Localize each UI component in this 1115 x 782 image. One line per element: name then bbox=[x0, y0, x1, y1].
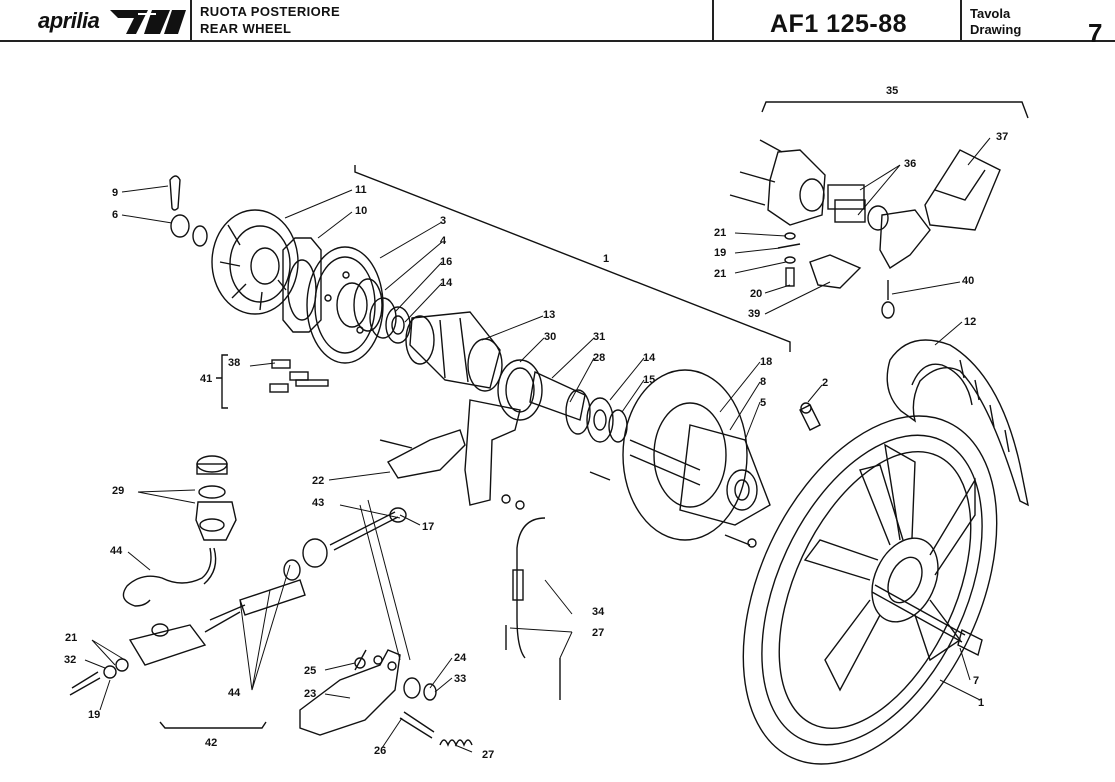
caliper-bolt-part bbox=[777, 232, 801, 287]
header-divider bbox=[960, 0, 962, 40]
model-code: AF1 125-88 bbox=[770, 10, 908, 38]
callout-label: 29 bbox=[112, 485, 124, 497]
callout-label: 6 bbox=[112, 209, 118, 221]
aprilia-logo: aprilia bbox=[30, 4, 190, 38]
callout-label: 31 bbox=[593, 331, 605, 343]
pads-package-part bbox=[924, 149, 1001, 231]
brake-caliper-part bbox=[729, 139, 931, 289]
bearing-part bbox=[565, 389, 628, 443]
cotter-pin-part bbox=[169, 175, 181, 211]
callout-label: 15 bbox=[643, 374, 655, 386]
callout-label: 16 bbox=[440, 256, 452, 268]
brand-name: aprilia bbox=[38, 8, 100, 33]
callout-label: 21 bbox=[65, 632, 77, 644]
callout-label: 4 bbox=[440, 235, 447, 247]
rear-master-cylinder-part bbox=[128, 538, 328, 666]
valve-part bbox=[799, 402, 821, 431]
callout-label: 26 bbox=[374, 745, 386, 757]
callout-label: 11 bbox=[355, 184, 367, 196]
callout-label: 1 bbox=[978, 697, 984, 709]
callout-label: 39 bbox=[748, 308, 760, 320]
callout-label: 10 bbox=[355, 205, 367, 217]
axle-part bbox=[871, 584, 983, 657]
drawing-number: 7 bbox=[1088, 18, 1103, 48]
drawing-label-english: Drawing bbox=[970, 22, 1022, 37]
callout-label: 44 bbox=[110, 545, 123, 557]
callout-label: 24 bbox=[454, 652, 467, 664]
drawing-header: aprilia RUOTA POSTERIORE REAR WHEEL AF1 … bbox=[0, 0, 1115, 48]
mudguard-part bbox=[886, 339, 1029, 507]
bracket-1 bbox=[354, 165, 791, 352]
eccentric-part bbox=[405, 311, 503, 392]
disc-carrier-part bbox=[629, 424, 771, 526]
drawing-label-italian: Tavola bbox=[970, 6, 1011, 21]
callout-label: 22 bbox=[312, 475, 324, 487]
bleed-screw-part bbox=[881, 280, 895, 319]
callout-label: 13 bbox=[543, 309, 555, 321]
nut-part bbox=[170, 214, 208, 247]
callout-label: 17 bbox=[422, 521, 434, 533]
bracket-35 bbox=[761, 101, 1029, 119]
hose-part bbox=[122, 547, 217, 607]
callout-label: 37 bbox=[996, 131, 1008, 143]
callout-label: 42 bbox=[205, 737, 217, 749]
sprocket-part bbox=[306, 246, 384, 364]
bushing-part bbox=[403, 677, 437, 701]
brake-cable-part bbox=[505, 517, 561, 700]
flange-part bbox=[353, 278, 411, 344]
callout-label: 28 bbox=[593, 352, 605, 364]
callout-label: 3 bbox=[440, 215, 446, 227]
callout-label: 19 bbox=[714, 247, 726, 259]
title-english: REAR WHEEL bbox=[200, 21, 292, 36]
header-divider bbox=[190, 0, 192, 40]
chain-link-part bbox=[269, 359, 329, 393]
callout-label: 18 bbox=[760, 356, 772, 368]
bracket-42 bbox=[159, 721, 267, 729]
pedal-pin-part bbox=[399, 711, 435, 739]
callout-label: 21 bbox=[714, 268, 726, 280]
callout-label: 27 bbox=[592, 627, 604, 639]
callout-label: 8 bbox=[760, 376, 766, 388]
rear-wheel-part bbox=[742, 415, 998, 765]
return-spring-part bbox=[439, 739, 473, 747]
callout-label: 36 bbox=[904, 158, 916, 170]
callout-label: 23 bbox=[304, 688, 316, 700]
callout-label: 34 bbox=[592, 606, 605, 618]
callout-label: 40 bbox=[962, 275, 974, 287]
callout-label: 33 bbox=[454, 673, 466, 685]
brand-mark-icon bbox=[110, 10, 186, 34]
pushrod-part bbox=[329, 507, 407, 551]
header-divider bbox=[712, 0, 714, 40]
master-cylinder-part bbox=[195, 455, 237, 541]
callout-label: 43 bbox=[312, 497, 324, 509]
spacer-part bbox=[529, 370, 586, 421]
callout-label: 19 bbox=[88, 709, 100, 721]
callout-label: 12 bbox=[964, 316, 976, 328]
callout-label: 44 bbox=[228, 687, 241, 699]
callout-label: 9 bbox=[112, 187, 118, 199]
callout-label: 2 bbox=[822, 377, 828, 389]
callout-label: 5 bbox=[760, 397, 766, 409]
hub-part bbox=[211, 209, 299, 315]
callout-label: 1 bbox=[603, 253, 609, 265]
callout-label: 7 bbox=[973, 675, 979, 687]
callout-label: 35 bbox=[886, 85, 898, 97]
title-italian: RUOTA POSTERIORE bbox=[200, 4, 341, 19]
callout-label: 21 bbox=[714, 227, 726, 239]
disc-bolt-part bbox=[589, 471, 757, 548]
callout-label: 27 bbox=[482, 749, 494, 761]
banjo-bolt-part bbox=[69, 658, 129, 696]
callout-label: 25 bbox=[304, 665, 316, 677]
callout-label: 38 bbox=[228, 357, 240, 369]
brake-disc-part bbox=[622, 369, 748, 541]
callout-label: 14 bbox=[643, 352, 656, 364]
torque-arm-part bbox=[379, 399, 525, 510]
callout-label: 41 bbox=[200, 373, 212, 385]
callout-label: 14 bbox=[440, 277, 453, 289]
callout-label: 20 bbox=[750, 288, 762, 300]
bracket-41 bbox=[216, 354, 228, 409]
callout-label: 30 bbox=[544, 331, 556, 343]
callout-label: 32 bbox=[64, 654, 76, 666]
